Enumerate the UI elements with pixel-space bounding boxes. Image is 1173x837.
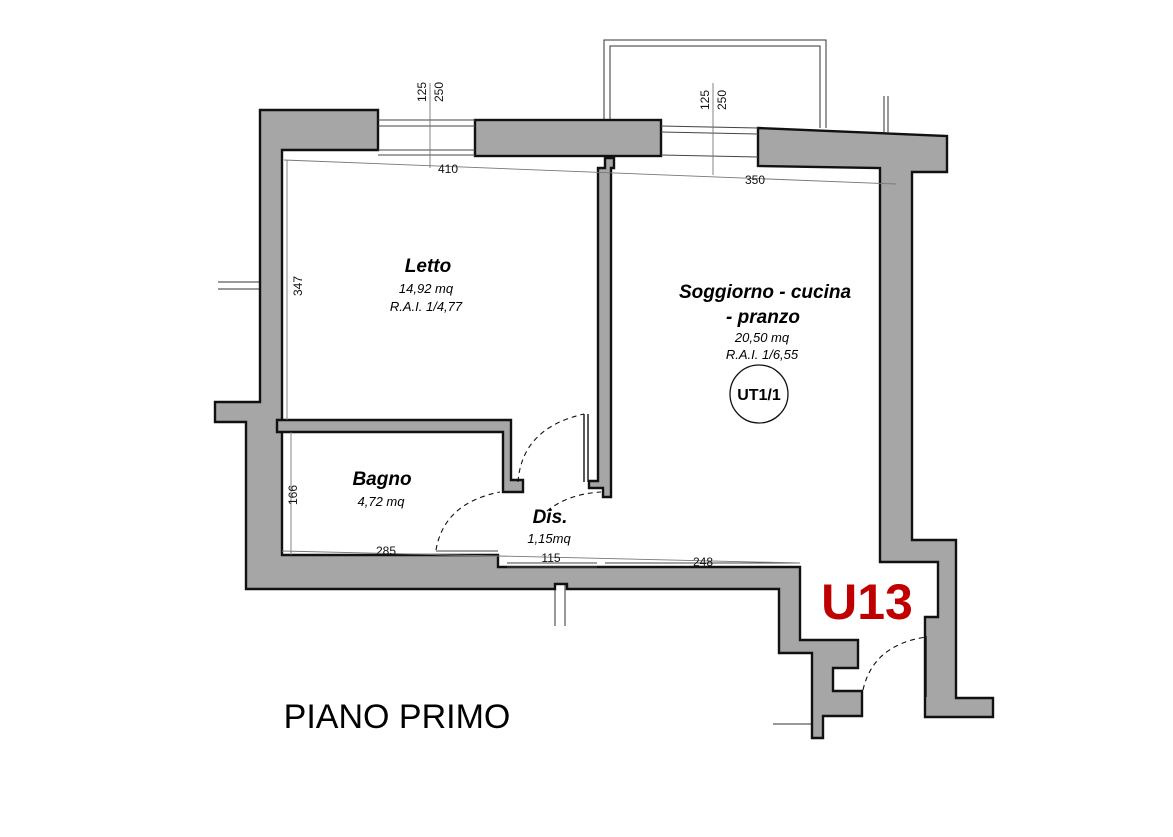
windows xyxy=(378,119,800,568)
balcony xyxy=(603,39,827,128)
room-bagno-area: 4,72 mq xyxy=(358,494,406,509)
dim-bagno-width: 285 xyxy=(376,544,396,558)
room-soggiorno: Soggiorno - cucina - pranzo 20,50 mq R.A… xyxy=(679,282,851,424)
room-soggiorno-name-line2: - pranzo xyxy=(726,307,800,328)
dim-window-right-height: 250 xyxy=(715,90,729,110)
room-soggiorno-name-line1: Soggiorno - cucina xyxy=(679,282,851,303)
doors xyxy=(435,413,927,697)
walls xyxy=(213,108,995,740)
room-bagno: Bagno 4,72 mq xyxy=(352,469,411,509)
room-dis-name: Dis. xyxy=(533,507,568,528)
door-entrance xyxy=(862,636,927,691)
room-dis: Dis. 1,15mq xyxy=(527,507,571,546)
dim-dis-width: 115 xyxy=(541,551,560,565)
dim-letto-width: 410 xyxy=(438,162,458,176)
dimension-labels: 410 350 347 166 285 115 248 125 250 125 … xyxy=(286,82,765,569)
door-letto xyxy=(517,413,585,483)
outer-wall-right xyxy=(756,126,995,719)
room-letto-rai: R.A.I. 1/4,77 xyxy=(390,299,463,314)
wall-letto-bagno xyxy=(275,418,525,494)
dim-soggiorno-width: 350 xyxy=(745,173,765,187)
dimension-lines xyxy=(281,83,897,564)
unit-code-circle xyxy=(729,364,789,424)
dim-letto-depth: 347 xyxy=(291,276,305,296)
room-letto-name: Letto xyxy=(405,256,451,277)
room-soggiorno-area: 20,50 mq xyxy=(734,330,790,345)
wall-letto-soggiorno xyxy=(587,156,616,499)
room-letto-area: 14,92 mq xyxy=(399,281,454,296)
dim-window-left-sill: 125 xyxy=(415,82,429,102)
wall-top-middle xyxy=(473,118,663,158)
door-bagno xyxy=(435,491,501,551)
room-letto: Letto 14,92 mq R.A.I. 1/4,77 xyxy=(390,256,463,314)
dim-window-right-sill: 125 xyxy=(698,90,712,110)
dim-window-left-height: 250 xyxy=(432,82,446,102)
outer-wall-main xyxy=(213,108,864,740)
door-soggiorno xyxy=(546,491,602,512)
dim-soggiorno-bottom: 248 xyxy=(693,555,713,569)
room-dis-area: 1,15mq xyxy=(527,531,571,546)
unit-label: U13 xyxy=(821,574,913,630)
unit-code: UT1/1 xyxy=(737,387,781,404)
room-bagno-name: Bagno xyxy=(352,469,411,490)
dim-bagno-depth: 166 xyxy=(286,485,300,505)
room-soggiorno-rai: R.A.I. 1/6,55 xyxy=(726,347,799,362)
floor-label: PIANO PRIMO xyxy=(284,698,511,736)
